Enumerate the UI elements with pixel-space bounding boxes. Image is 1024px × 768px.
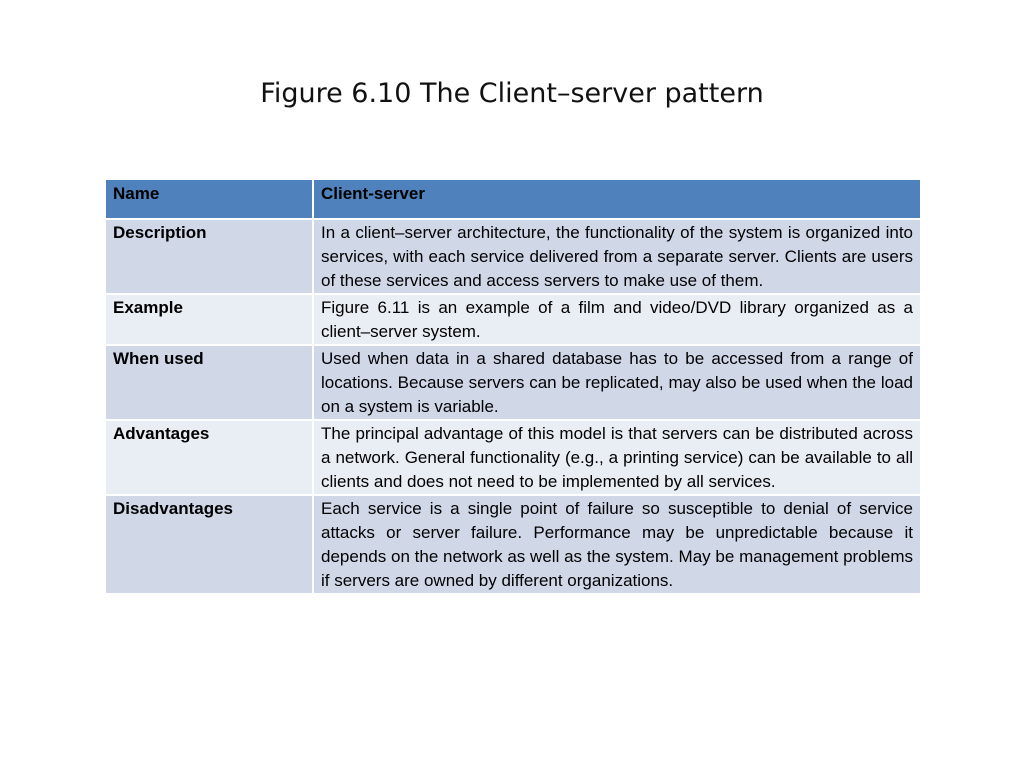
row-label-cell: Example bbox=[104, 293, 314, 346]
table-row-advantages: Advantages The principal advantage of th… bbox=[104, 419, 922, 496]
table-header-row: Name Client-server bbox=[104, 178, 922, 220]
row-value-cell: Figure 6.11 is an example of a film and … bbox=[312, 293, 922, 346]
table-row-description: Description In a client–server architect… bbox=[104, 218, 922, 295]
row-value-cell: Each service is a single point of failur… bbox=[312, 494, 922, 595]
row-label-cell: Advantages bbox=[104, 419, 314, 496]
header-value-cell: Client-server bbox=[312, 178, 922, 220]
row-value-cell: In a client–server architecture, the fun… bbox=[312, 218, 922, 295]
row-value-cell: Used when data in a shared database has … bbox=[312, 344, 922, 421]
row-value-cell: The principal advantage of this model is… bbox=[312, 419, 922, 496]
slide-title: Figure 6.10 The Client–server pattern bbox=[260, 78, 764, 109]
row-label-cell: When used bbox=[104, 344, 314, 421]
row-label-cell: Description bbox=[104, 218, 314, 295]
table-row-when-used: When used Used when data in a shared dat… bbox=[104, 344, 922, 421]
pattern-table: Name Client-server Description In a clie… bbox=[104, 178, 922, 595]
table-row-example: Example Figure 6.11 is an example of a f… bbox=[104, 293, 922, 346]
header-label-cell: Name bbox=[104, 178, 314, 220]
row-label-cell: Disadvantages bbox=[104, 494, 314, 595]
table-row-disadvantages: Disadvantages Each service is a single p… bbox=[104, 494, 922, 595]
